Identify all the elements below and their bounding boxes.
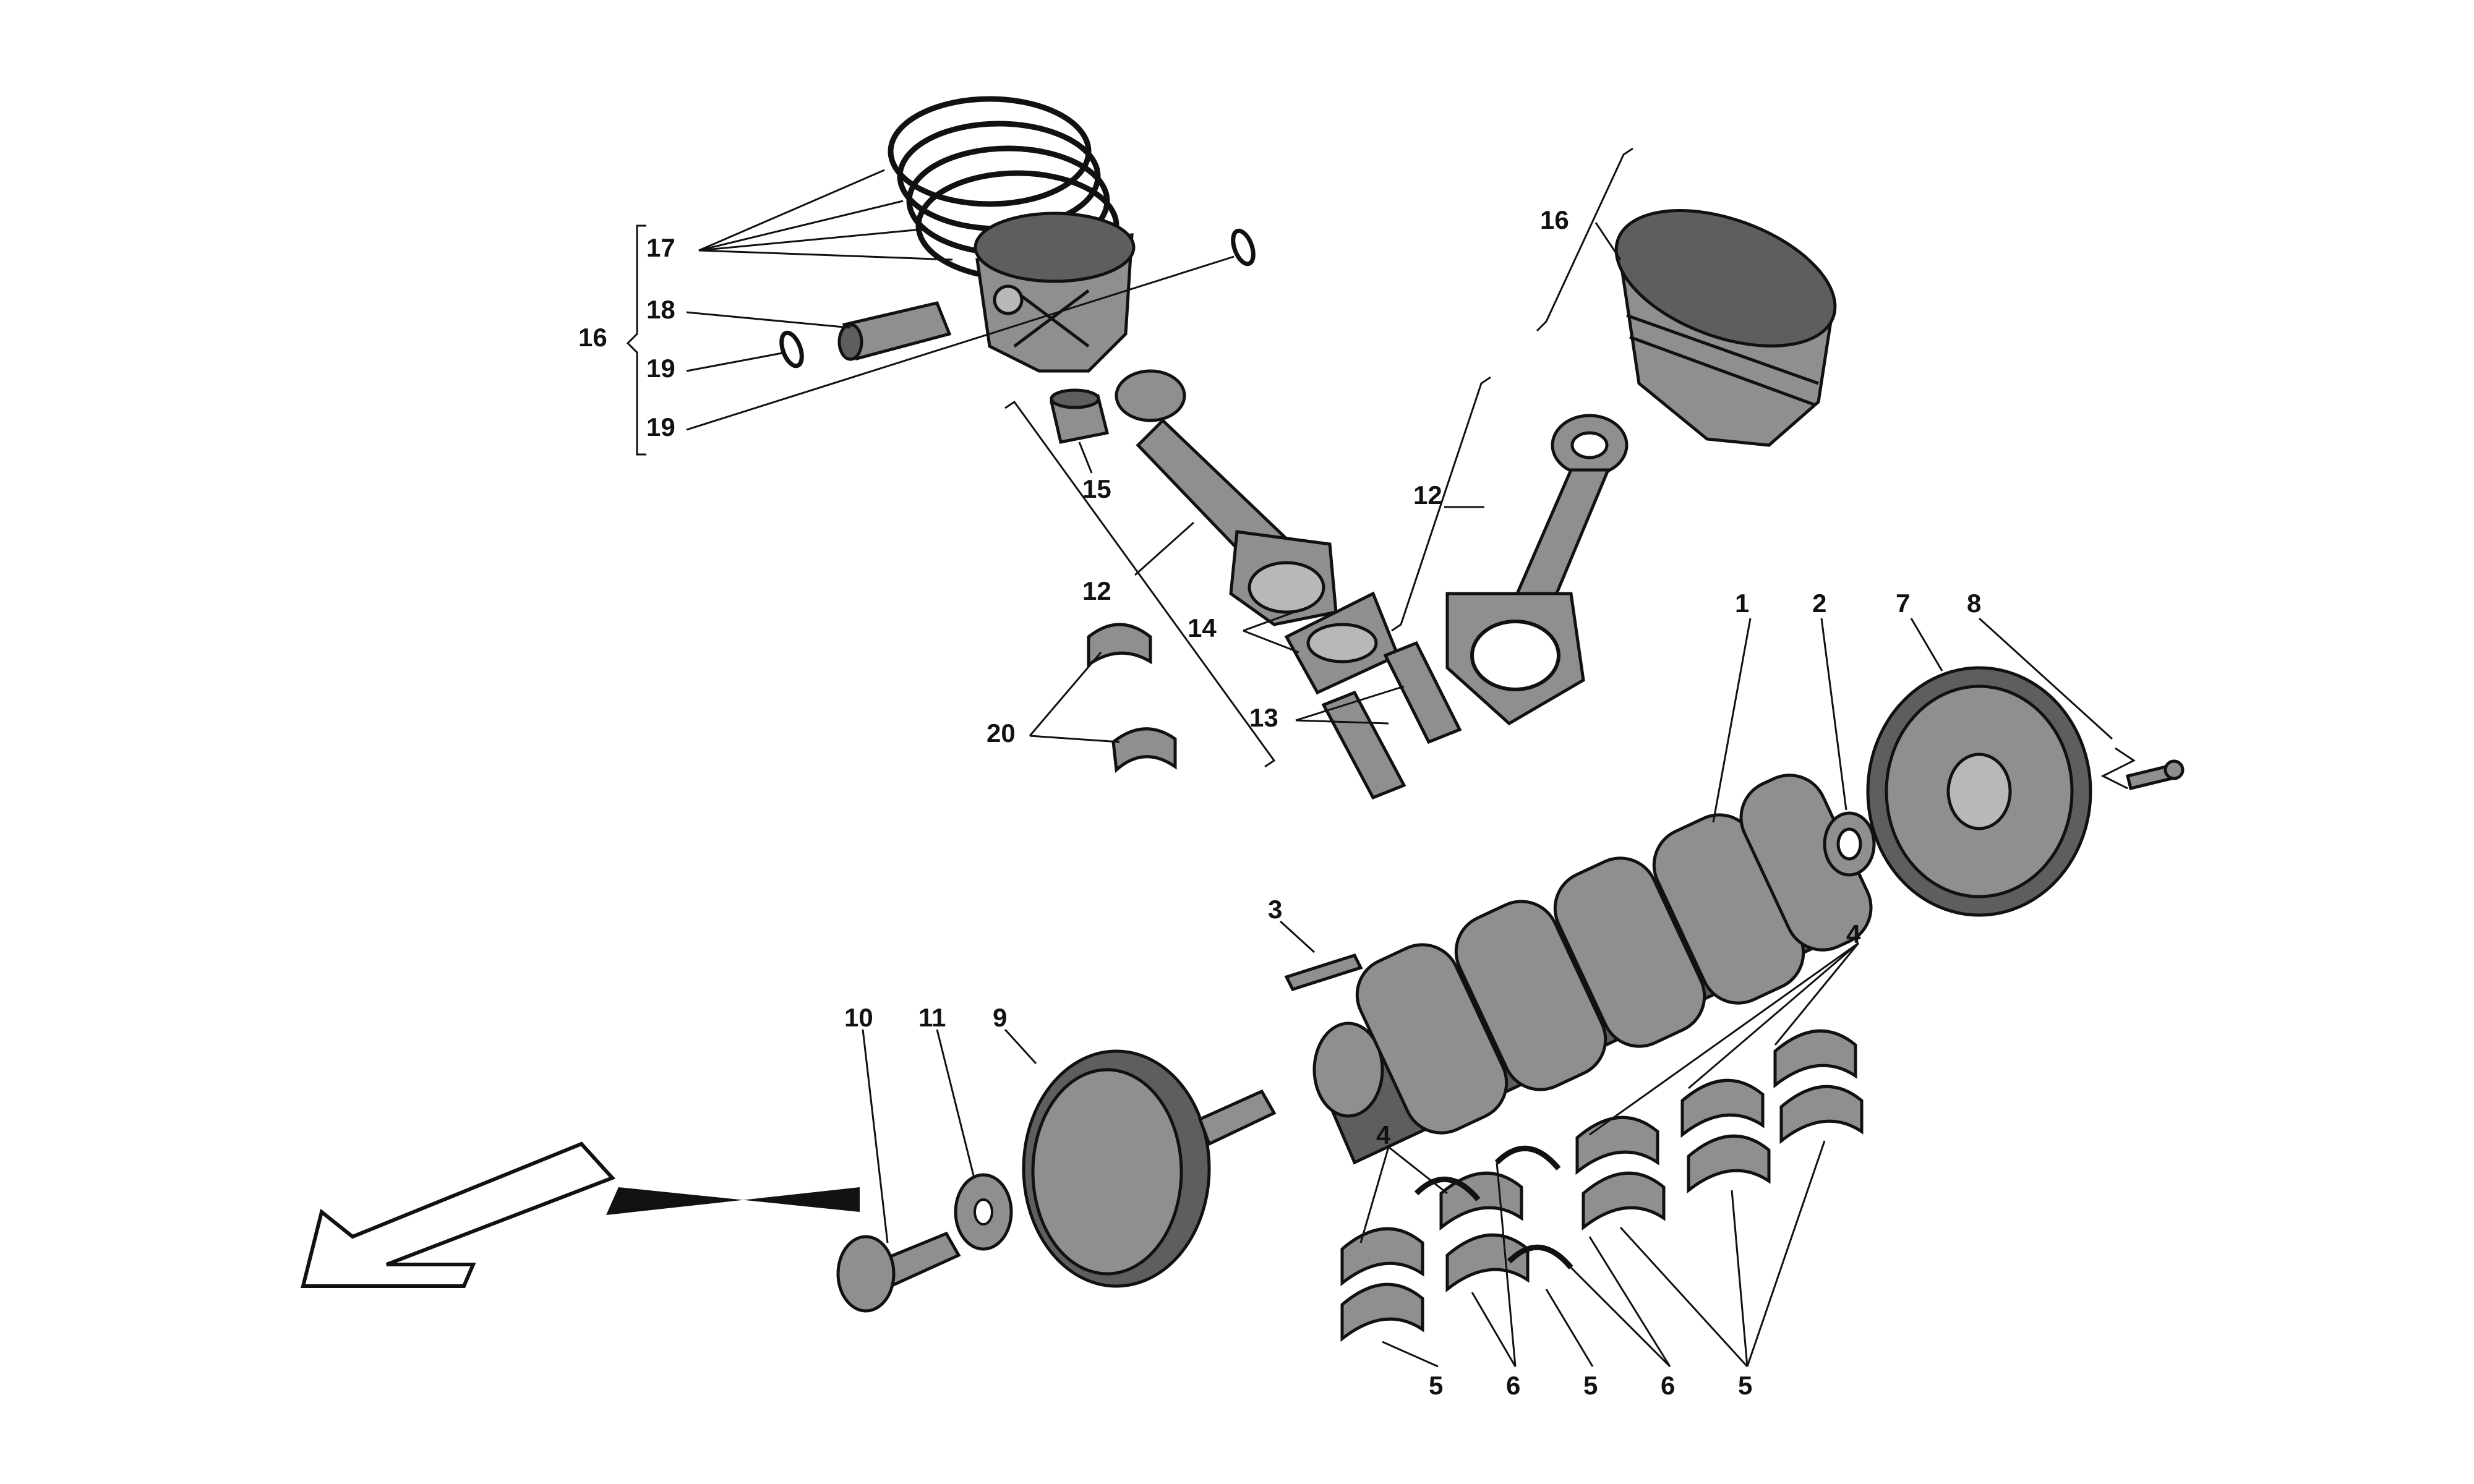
connecting-rod-right bbox=[1445, 414, 1629, 726]
piston-left bbox=[974, 211, 1136, 373]
flywheel-bolt bbox=[2125, 759, 2185, 791]
callout-17: 17 bbox=[646, 233, 675, 262]
callout-13: 13 bbox=[1249, 703, 1278, 732]
callout-8: 8 bbox=[1967, 589, 1981, 618]
callout-4-lower: 4 bbox=[1376, 1120, 1391, 1149]
callout-18: 18 bbox=[646, 295, 675, 324]
callout-9: 9 bbox=[993, 1003, 1007, 1032]
seal-ring bbox=[1823, 811, 1876, 877]
callout-10: 10 bbox=[844, 1003, 873, 1032]
callout-5-c: 5 bbox=[1738, 1371, 1752, 1400]
connecting-rod-left bbox=[1115, 369, 1338, 626]
callout-14: 14 bbox=[1188, 613, 1217, 642]
callout-16-right: 16 bbox=[1540, 205, 1569, 234]
small-end-bushing bbox=[1049, 388, 1110, 444]
direction-arrow bbox=[301, 1141, 860, 1288]
callout-6-b: 6 bbox=[1661, 1371, 1675, 1400]
thrust-washers bbox=[1414, 1145, 1573, 1269]
bracket-12-right bbox=[1391, 376, 1491, 632]
callout-5-a: 5 bbox=[1429, 1371, 1443, 1400]
callout-labels: 1 2 3 4 4 5 5 5 6 6 7 8 9 10 11 12 12 13… bbox=[578, 205, 1981, 1400]
pulley-bolt bbox=[836, 1231, 961, 1313]
rod-cap-left bbox=[1284, 591, 1400, 695]
flywheel bbox=[1866, 666, 2092, 917]
callout-7: 7 bbox=[1896, 589, 1910, 618]
bearing-shells-rod bbox=[1087, 623, 1177, 774]
callout-3: 3 bbox=[1268, 895, 1282, 924]
circlip-left bbox=[779, 330, 804, 369]
callout-12-right: 12 bbox=[1413, 480, 1442, 510]
callout-11: 11 bbox=[918, 1003, 946, 1032]
circlip-right bbox=[1231, 228, 1256, 267]
washer bbox=[954, 1173, 1013, 1251]
callout-19-b: 19 bbox=[646, 412, 675, 441]
callout-2: 2 bbox=[1812, 589, 1826, 618]
callout-4-upper: 4 bbox=[1846, 919, 1861, 949]
bracket-16-left bbox=[626, 224, 646, 456]
callout-12-left: 12 bbox=[1082, 576, 1111, 605]
piston-right bbox=[1614, 209, 1837, 447]
key bbox=[1284, 953, 1363, 992]
bracket-12-left bbox=[1004, 400, 1276, 768]
callout-5-b: 5 bbox=[1583, 1371, 1598, 1400]
piston-pin bbox=[837, 301, 952, 361]
callout-1: 1 bbox=[1735, 589, 1749, 618]
bracket-16-right bbox=[1536, 147, 1633, 332]
damper-pulley bbox=[1022, 1049, 1277, 1288]
zigzag-leader-8 bbox=[2100, 747, 2136, 790]
callout-15: 15 bbox=[1082, 474, 1111, 503]
callout-16-left: 16 bbox=[578, 323, 607, 352]
leader-lines bbox=[686, 169, 2113, 1368]
callout-19-a: 19 bbox=[646, 354, 675, 383]
callout-6-a: 6 bbox=[1506, 1371, 1520, 1400]
callout-20: 20 bbox=[987, 719, 1016, 748]
crankshaft bbox=[1312, 774, 1873, 1165]
main-bearing-shells bbox=[1340, 1029, 1864, 1342]
rod-bolts bbox=[1321, 641, 1462, 800]
